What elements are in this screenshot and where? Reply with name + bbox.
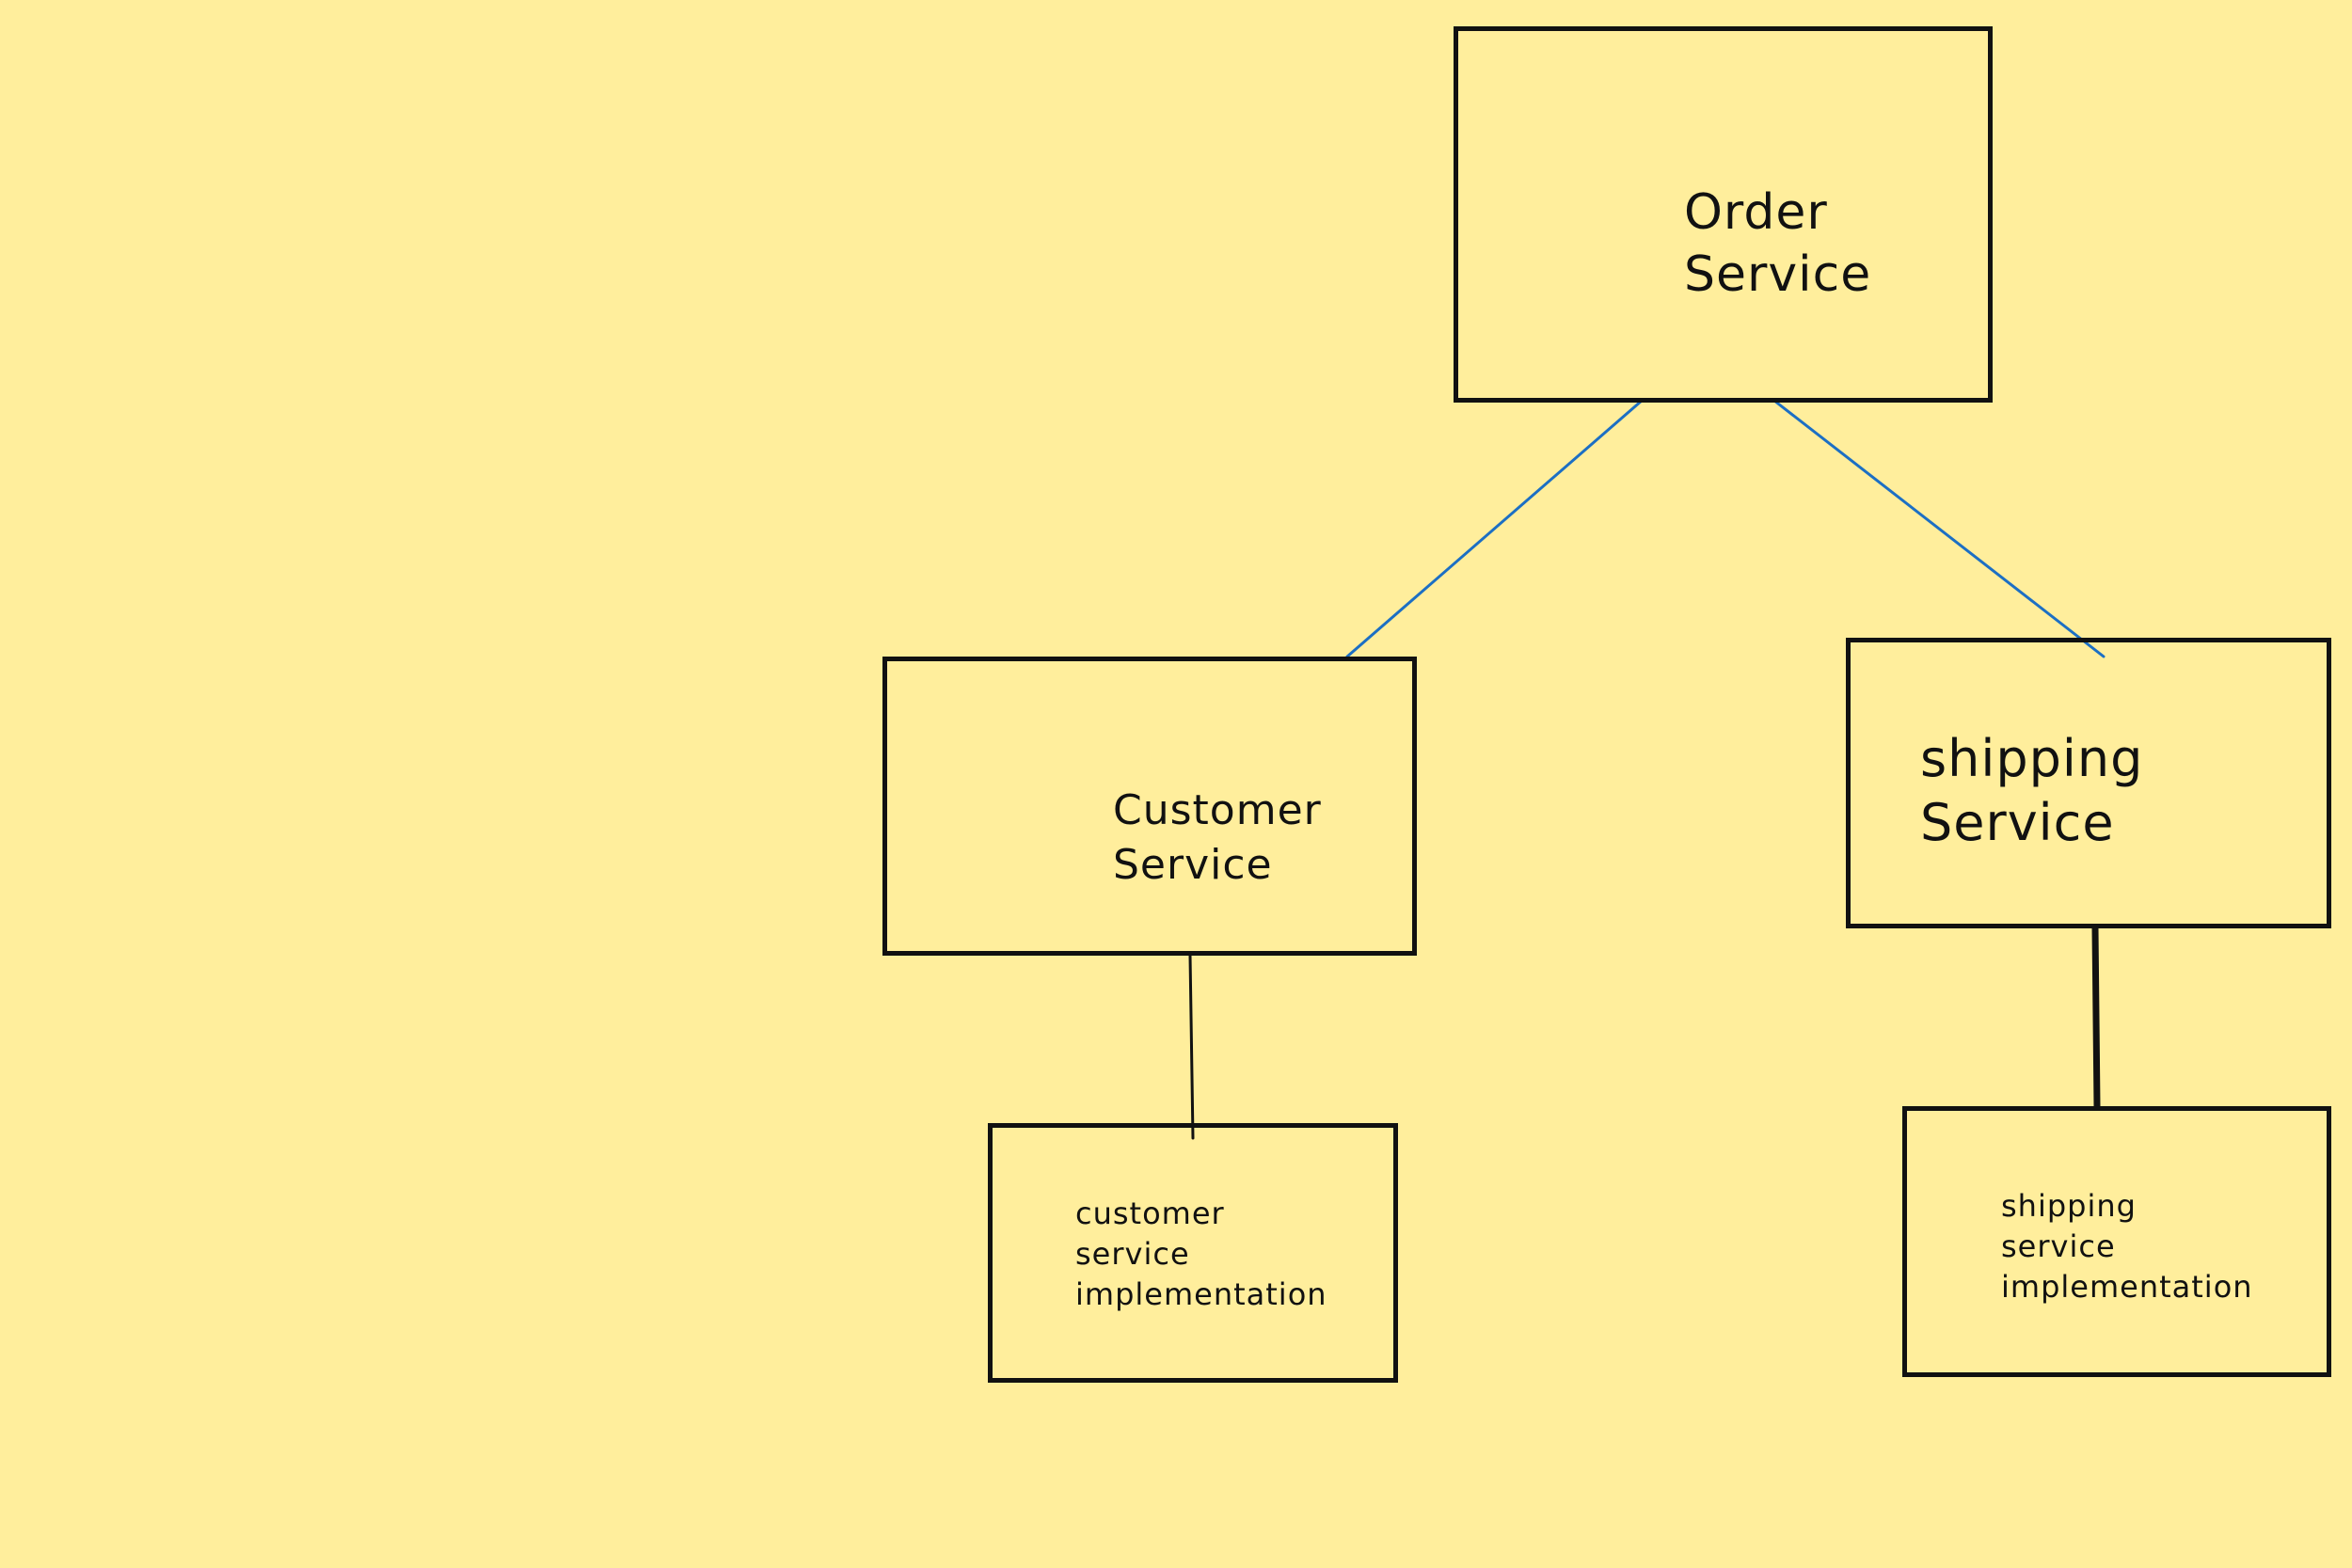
customer-service-box: Customer Service [882,657,1417,956]
label-line: Order [1684,184,1828,241]
label-line: implementation [2001,1269,2253,1305]
label-line: Service [1920,793,2115,852]
edge-order-to-shipping [1772,399,2106,658]
edge-shipping-to-impl [2091,925,2101,1110]
customer-service-label: Customer Service [1113,784,1322,893]
shipping-service-implementation-box: shipping service implementation [1902,1106,2331,1377]
label-line: service [2001,1228,2116,1264]
label-line: Customer [1113,786,1322,834]
shipping-service-implementation-label: shipping service implementation [2001,1186,2253,1307]
edge-customer-to-impl [1188,954,1195,1140]
edge-order-to-customer [1345,399,1644,658]
shipping-service-label: shipping Service [1920,727,2143,855]
customer-service-implementation-box: customer service implementation [988,1123,1398,1383]
customer-service-implementation-label: customer service implementation [1075,1194,1327,1315]
label-line: Service [1684,246,1872,303]
label-line: service [1075,1236,1190,1272]
label-line: shipping [1920,729,2144,788]
label-line: shipping [2001,1188,2137,1224]
label-line: implementation [1075,1276,1327,1312]
label-line: Service [1113,841,1273,889]
label-line: customer [1075,1196,1225,1231]
order-service-label: Order Service [1684,182,1871,306]
shipping-service-box: shipping Service [1846,638,2331,928]
order-service-box: Order Service [1454,26,1993,403]
